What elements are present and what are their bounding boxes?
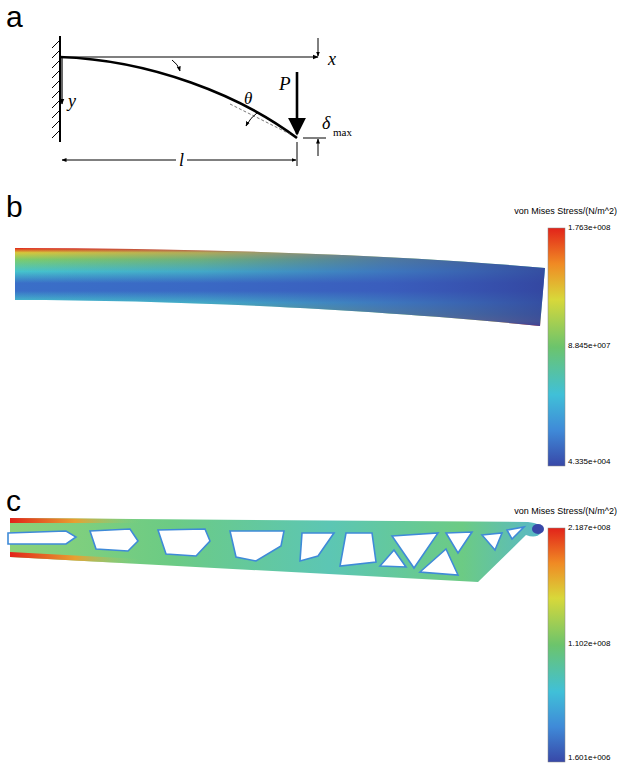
load-point <box>532 524 544 534</box>
tangent-line <box>230 104 290 134</box>
stress-edge <box>10 518 140 523</box>
stress-edge <box>10 552 140 564</box>
optimized-beam-stress <box>8 518 565 762</box>
dimension-arrow <box>318 139 319 156</box>
dimension-tick <box>297 142 298 166</box>
colorbar-tick: 4.335e+004 <box>568 458 611 466</box>
axis-label: y <box>68 92 76 110</box>
colorbar-tick: 1.601e+006 <box>568 754 611 762</box>
colorbar-title: von Mises Stress/(N/m^2) <box>514 507 617 516</box>
colorbar-title: von Mises Stress/(N/m^2) <box>514 207 617 216</box>
panel-letter: a <box>6 2 23 32</box>
optimized-beam <box>10 518 542 582</box>
wall-line <box>59 36 61 142</box>
deflected-beam <box>60 57 297 138</box>
colorbar-tick: 1.102e+008 <box>568 640 611 648</box>
solid-beam-stress <box>15 228 565 466</box>
angle-arrow <box>246 112 258 126</box>
colorbar-tick: 2.187e+008 <box>568 524 611 532</box>
beam-stress-fade <box>15 248 545 326</box>
colorbar-tick: 8.845e+007 <box>568 342 611 350</box>
x-axis <box>60 56 318 57</box>
cantilever-schematic <box>52 36 326 166</box>
deflection-label: δ <box>322 114 330 132</box>
angle-label: θ <box>244 90 252 107</box>
y-axis <box>61 57 62 104</box>
beam-holes <box>8 527 524 575</box>
wall-hatch <box>52 40 60 138</box>
dimension-arrow <box>318 38 319 56</box>
deflection-subscript: max <box>333 127 352 138</box>
load-arrow <box>296 72 299 134</box>
beam-stress-field <box>15 248 545 326</box>
angle-arrow <box>172 60 180 71</box>
axis-label: x <box>328 50 336 68</box>
panel-letter: b <box>6 192 23 222</box>
dimension-tick <box>303 138 326 139</box>
colorbar <box>548 228 565 466</box>
panel-letter: c <box>6 486 21 516</box>
colorbar-tick: 1.763e+008 <box>568 224 611 232</box>
length-label: l <box>176 151 187 169</box>
colorbar <box>548 528 565 762</box>
load-label: P <box>279 74 291 93</box>
